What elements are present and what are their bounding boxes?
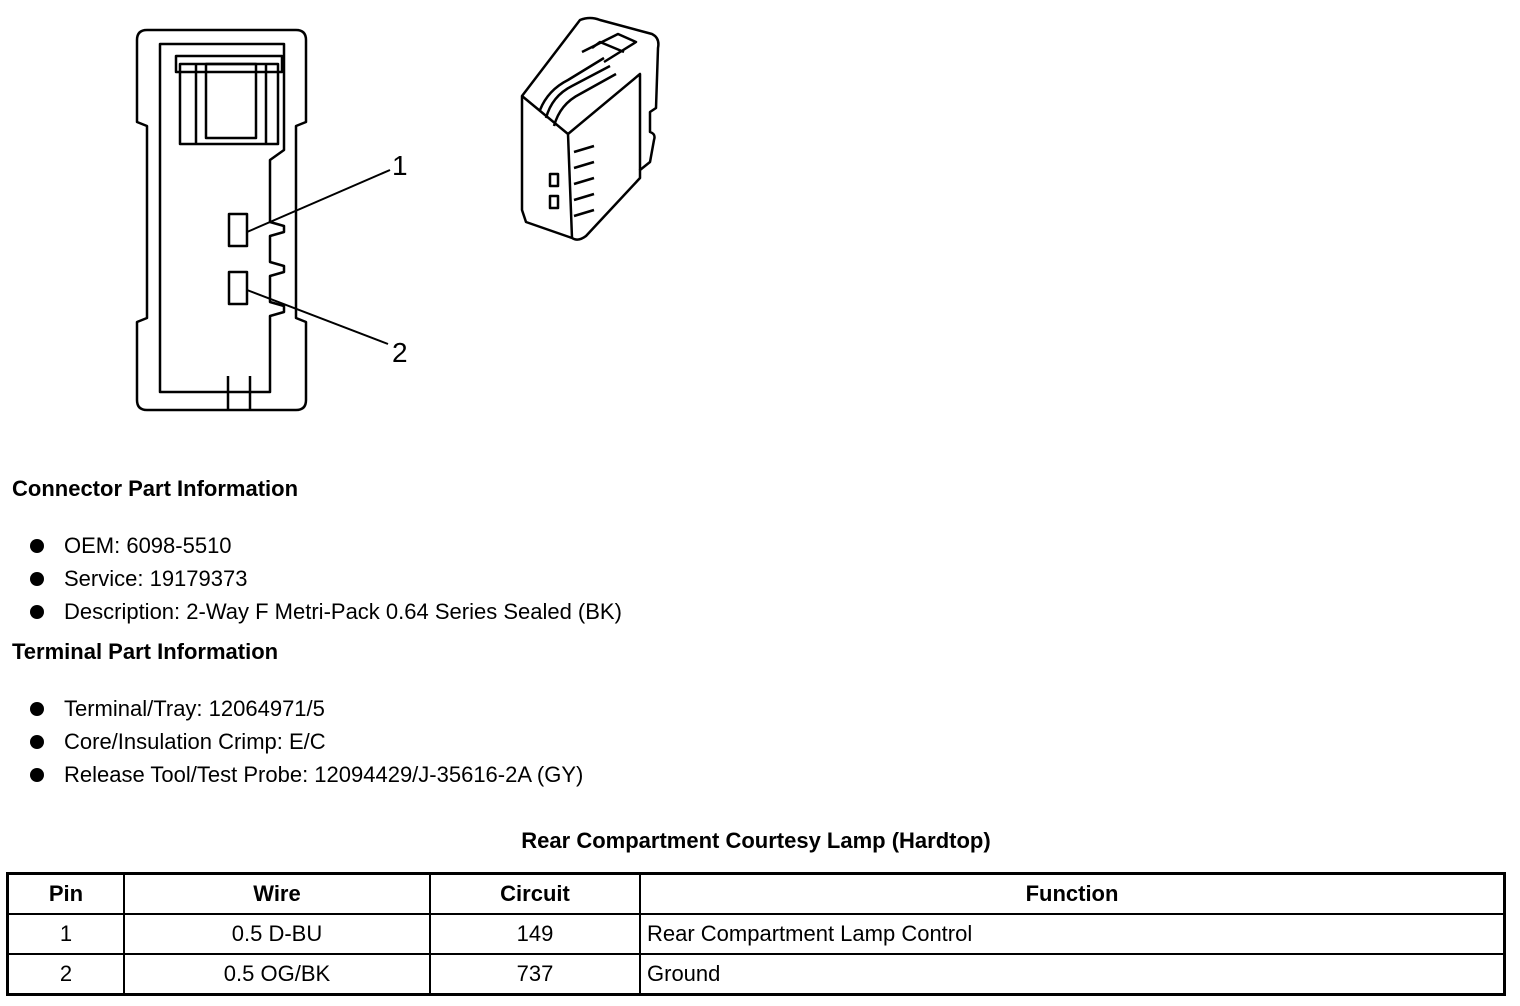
connector-figure: 1 2 <box>135 16 660 412</box>
table-header-row: Pin Wire Circuit Function <box>6 872 1506 915</box>
terminal-info-list: Terminal/Tray: 12064971/5 Core/Insulatio… <box>28 692 583 791</box>
list-item: OEM: 6098-5510 <box>28 529 622 562</box>
bullet-icon <box>30 538 44 553</box>
connector-face-outline <box>135 28 308 412</box>
circuit-cell: 737 <box>429 953 641 996</box>
bullet-icon <box>30 767 44 782</box>
wire-cell: 0.5 D-BU <box>123 913 431 955</box>
table-title: Rear Compartment Courtesy Lamp (Hardtop) <box>521 828 991 853</box>
list-item: Service: 19179373 <box>28 562 622 595</box>
description-text: Description: 2-Way F Metri-Pack 0.64 Ser… <box>64 598 622 624</box>
function-cell: Ground <box>639 953 1506 996</box>
oem-text: OEM: 6098-5510 <box>64 532 232 558</box>
circuit-cell: 149 <box>429 913 641 955</box>
cavity-1 <box>227 212 249 248</box>
connector-part-info-heading: Connector Part Information <box>12 476 299 501</box>
function-cell: Rear Compartment Lamp Control <box>639 913 1506 955</box>
wire-cell: 0.5 OG/BK <box>123 953 431 996</box>
leader-line-1 <box>246 169 391 233</box>
pin-cell: 2 <box>6 953 125 996</box>
pin-cell: 1 <box>6 913 125 955</box>
header-pin: Pin <box>6 872 125 915</box>
header-circuit: Circuit <box>429 872 641 915</box>
bullet-icon <box>30 701 44 716</box>
cavity-2 <box>227 270 249 306</box>
connector-face-inner <box>158 42 286 394</box>
terminal-tray-text: Terminal/Tray: 12064971/5 <box>64 695 325 721</box>
terminal-part-info-heading: Terminal Part Information <box>12 639 279 664</box>
list-item: Core/Insulation Crimp: E/C <box>28 725 583 758</box>
pin-table: Pin Wire Circuit Function 1 0.5 D-BU 149… <box>6 872 1506 996</box>
list-item: Description: 2-Way F Metri-Pack 0.64 Ser… <box>28 595 622 628</box>
callout-1: 1 <box>392 150 408 181</box>
bullet-icon <box>30 734 44 749</box>
header-wire: Wire <box>123 872 431 915</box>
connector-iso-outline <box>520 16 660 241</box>
list-item: Release Tool/Test Probe: 12094429/J-3561… <box>28 758 583 791</box>
release-tool-text: Release Tool/Test Probe: 12094429/J-3561… <box>64 761 584 787</box>
leader-line-2 <box>246 289 389 345</box>
bullet-icon <box>30 571 44 586</box>
service-text: Service: 19179373 <box>64 565 248 591</box>
table-row: 2 0.5 OG/BK 737 Ground <box>6 953 1506 996</box>
callout-2: 2 <box>392 337 408 368</box>
header-function: Function <box>639 872 1506 915</box>
list-item: Terminal/Tray: 12064971/5 <box>28 692 583 725</box>
bullet-icon <box>30 604 44 619</box>
crimp-text: Core/Insulation Crimp: E/C <box>64 728 326 754</box>
table-row: 1 0.5 D-BU 149 Rear Compartment Lamp Con… <box>6 913 1506 955</box>
connector-info-list: OEM: 6098-5510 Service: 19179373 Descrip… <box>28 529 622 628</box>
